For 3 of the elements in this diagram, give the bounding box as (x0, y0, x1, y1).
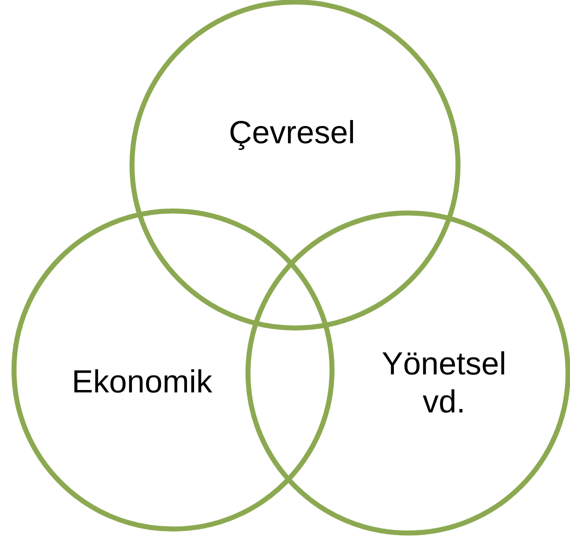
circle-label: Çevresel (230, 120, 353, 150)
circle-label: Yönetsel vd. (382, 351, 504, 413)
circle-label: Ekonomik (74, 369, 212, 393)
